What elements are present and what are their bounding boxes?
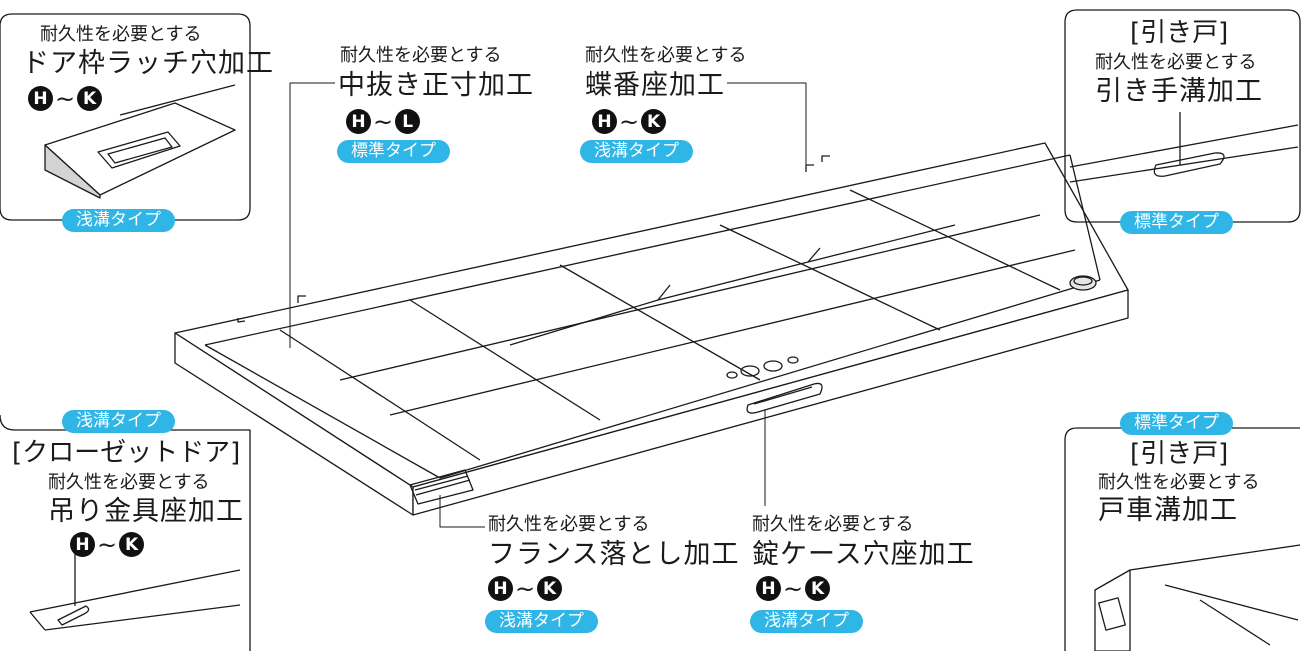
type-badge: 浅溝タイプ [62,410,175,433]
callout-title: 吊り金具座加工 [48,496,244,527]
type-badge: 標準タイプ [337,140,450,163]
detail-box-door-roller [1064,427,1301,651]
callout-line1: 耐久性を必要とする [488,514,650,535]
grade-from-badge: H [756,576,781,601]
range-separator: ~ [783,574,804,603]
detail-box-door-latch [0,13,251,221]
type-badge: 浅溝タイプ [580,140,693,163]
grade-to-badge: K [537,576,563,601]
grade-from-badge: H [28,86,53,111]
callout-title: 戸車溝加工 [1098,495,1238,526]
callout-title: 引き手溝加工 [1095,76,1263,107]
type-badge: 浅溝タイプ [750,610,863,633]
range-separator: ~ [515,574,536,603]
grade-from-badge: H [592,109,617,134]
grade-to-badge: L [395,109,421,134]
callout-line1: 耐久性を必要とする [752,514,914,535]
lock-case-hardware [726,356,823,414]
hinge-hole [1069,275,1097,291]
callout-line1: 耐久性を必要とする [40,24,202,45]
grade-to-badge: K [641,109,667,134]
range-separator: ~ [619,107,640,136]
durability-range: H ~ K [70,530,145,559]
callout-bracket: [クローゼットドア] [12,438,241,468]
grade-from-badge: H [346,109,371,134]
durability-range: H ~ K [756,574,831,603]
callout-line1: 耐久性を必要とする [340,45,502,66]
durability-range: H ~ L [346,107,421,136]
callout-title: ドア枠ラッチ穴加工 [22,48,274,79]
door-panel [174,142,1129,516]
durability-range: H ~ K [488,574,563,603]
grade-to-badge: K [77,86,103,111]
detail-box-pull-groove [1064,9,1301,223]
range-separator: ~ [373,107,394,136]
callout-line1: 耐久性を必要とする [585,45,747,66]
type-badge: 浅溝タイプ [62,209,175,232]
grade-to-badge: K [119,532,145,557]
callout-title: 中抜き正寸加工 [338,70,534,101]
callout-title: フランス落とし加工 [488,539,740,570]
durability-range: H ~ K [28,84,103,113]
type-badge: 浅溝タイプ [485,610,598,633]
range-separator: ~ [55,84,76,113]
callout-line1: 耐久性を必要とする [1095,52,1257,73]
callout-title: 蝶番座加工 [585,70,725,101]
grade-from-badge: H [488,576,513,601]
durability-range: H ~ K [592,107,667,136]
type-badge: 標準タイプ [1120,412,1233,435]
callout-title: 錠ケース穴座加工 [752,539,975,570]
leader-lines [289,82,807,528]
callout-line1: 耐久性を必要とする [48,472,210,493]
flange-slot [409,469,474,505]
callout-bracket: [引き戸] [1130,18,1229,48]
type-badge: 標準タイプ [1120,211,1233,234]
range-separator: ~ [97,530,118,559]
grade-from-badge: H [70,532,95,557]
grade-to-badge: K [805,576,831,601]
callout-line1: 耐久性を必要とする [1098,472,1260,493]
detail-box-hanging-fitting [0,414,251,651]
callout-bracket: [引き戸] [1130,439,1229,469]
